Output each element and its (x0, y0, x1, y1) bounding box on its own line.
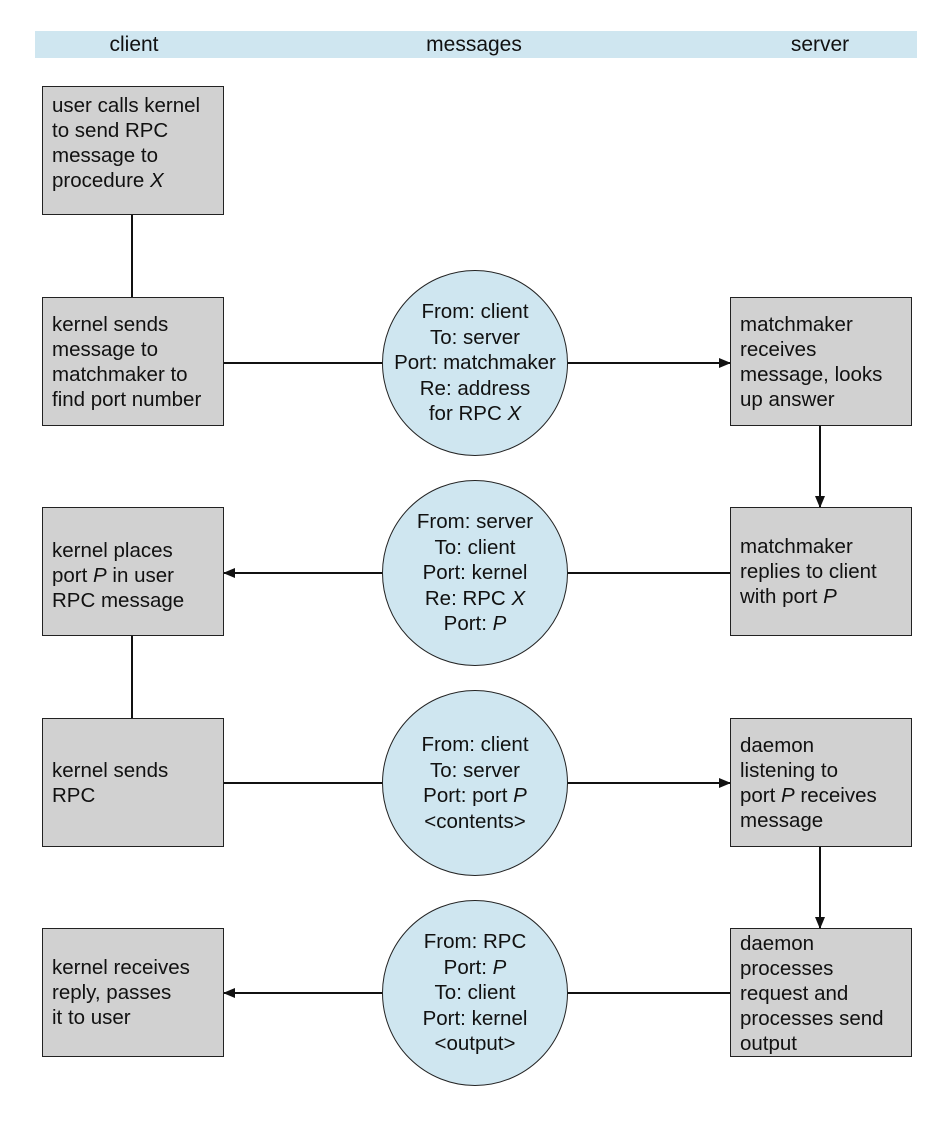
message-3-line-3: Port: port (423, 784, 514, 807)
server-box-2: matchmaker replies to client with port P (730, 507, 912, 636)
message-circle-3: From: client To: server Port: port P <co… (382, 690, 568, 876)
message-4-line-5: <output> (434, 1032, 516, 1056)
client-box-3-text: kernel places port (52, 539, 173, 587)
message-4-line-3: To: client (434, 981, 516, 1005)
client-box-4: kernel sends RPC (42, 718, 224, 847)
client-column-label: client (109, 33, 159, 56)
server-box-1: matchmaker receives message, looks up an… (730, 297, 912, 426)
server-box-3: daemon listening to port P receives mess… (730, 718, 912, 847)
message-4-line-2-italic: P (492, 955, 507, 979)
server-column-label: server (790, 33, 850, 56)
client-box-3-italic: P (93, 564, 107, 587)
message-1-line-2: To: server (430, 325, 520, 349)
server-box-1-text: matchmaker receives message, looks up an… (740, 312, 883, 411)
column-header-bar (35, 31, 917, 58)
message-circle-4: From: RPC Port: P To: client Port: kerne… (382, 900, 568, 1086)
server-box-2-italic: P (823, 585, 837, 608)
client-box-5: kernel receives reply, passes it to user (42, 928, 224, 1057)
message-2-line-4-italic: X (511, 586, 526, 610)
message-circle-2: From: server To: client Port: kernel Re:… (382, 480, 568, 666)
server-box-3-text: daemon listening to port (740, 733, 839, 807)
client-box-2-text: kernel sends message to matchmaker to fi… (52, 312, 202, 411)
server-box-4: daemon processes request and processes s… (730, 928, 912, 1057)
messages-column-label: messages (426, 33, 522, 56)
message-1-line-1: From: client (421, 300, 529, 324)
message-4-line-1: From: RPC (423, 930, 527, 954)
client-box-3-suffix: in user RPC message (52, 564, 185, 612)
message-4-line-2: Port: (443, 955, 493, 979)
server-box-3-suffix: receives message (740, 783, 877, 832)
message-1-line-5: for RPC (428, 402, 508, 426)
server-box-4-text: daemon processes request and processes s… (740, 932, 884, 1055)
client-box-2: kernel sends message to matchmaker to fi… (42, 297, 224, 426)
message-1-line-3: Port: matchmaker (394, 351, 556, 375)
server-box-2-text: matchmaker replies to client with port (740, 535, 877, 608)
message-3-line-3-italic: P (513, 784, 527, 807)
client-box-3: kernel places port P in user RPC message (42, 507, 224, 636)
client-box-1: user calls kernel to send RPC message to… (42, 86, 224, 215)
client-box-4-text: kernel sends RPC (52, 758, 169, 807)
message-1-line-5-italic: X (507, 402, 522, 426)
client-box-1-italic: X (150, 169, 164, 192)
message-2-line-5: Port: (443, 612, 493, 636)
message-4-line-4: Port: kernel (422, 1006, 528, 1030)
message-2-line-4: Re: RPC (424, 586, 512, 610)
message-2-line-3: Port: kernel (422, 561, 528, 585)
message-2-line-2: To: client (434, 535, 516, 559)
message-3-line-4: <contents> (424, 809, 526, 833)
server-box-3-italic: P (781, 783, 795, 807)
client-box-5-text: kernel receives reply, passes it to user (52, 956, 190, 1029)
message-1-line-4: Re: address (419, 376, 531, 400)
message-2-line-5-italic: P (492, 612, 507, 636)
message-3-line-1: From: client (421, 733, 529, 756)
message-circle-1: From: client To: server Port: matchmaker… (382, 270, 568, 456)
client-box-1-text: user calls kernel to send RPC message to… (52, 94, 201, 192)
message-3-line-2: To: server (430, 758, 520, 782)
message-2-line-1: From: server (416, 510, 534, 534)
